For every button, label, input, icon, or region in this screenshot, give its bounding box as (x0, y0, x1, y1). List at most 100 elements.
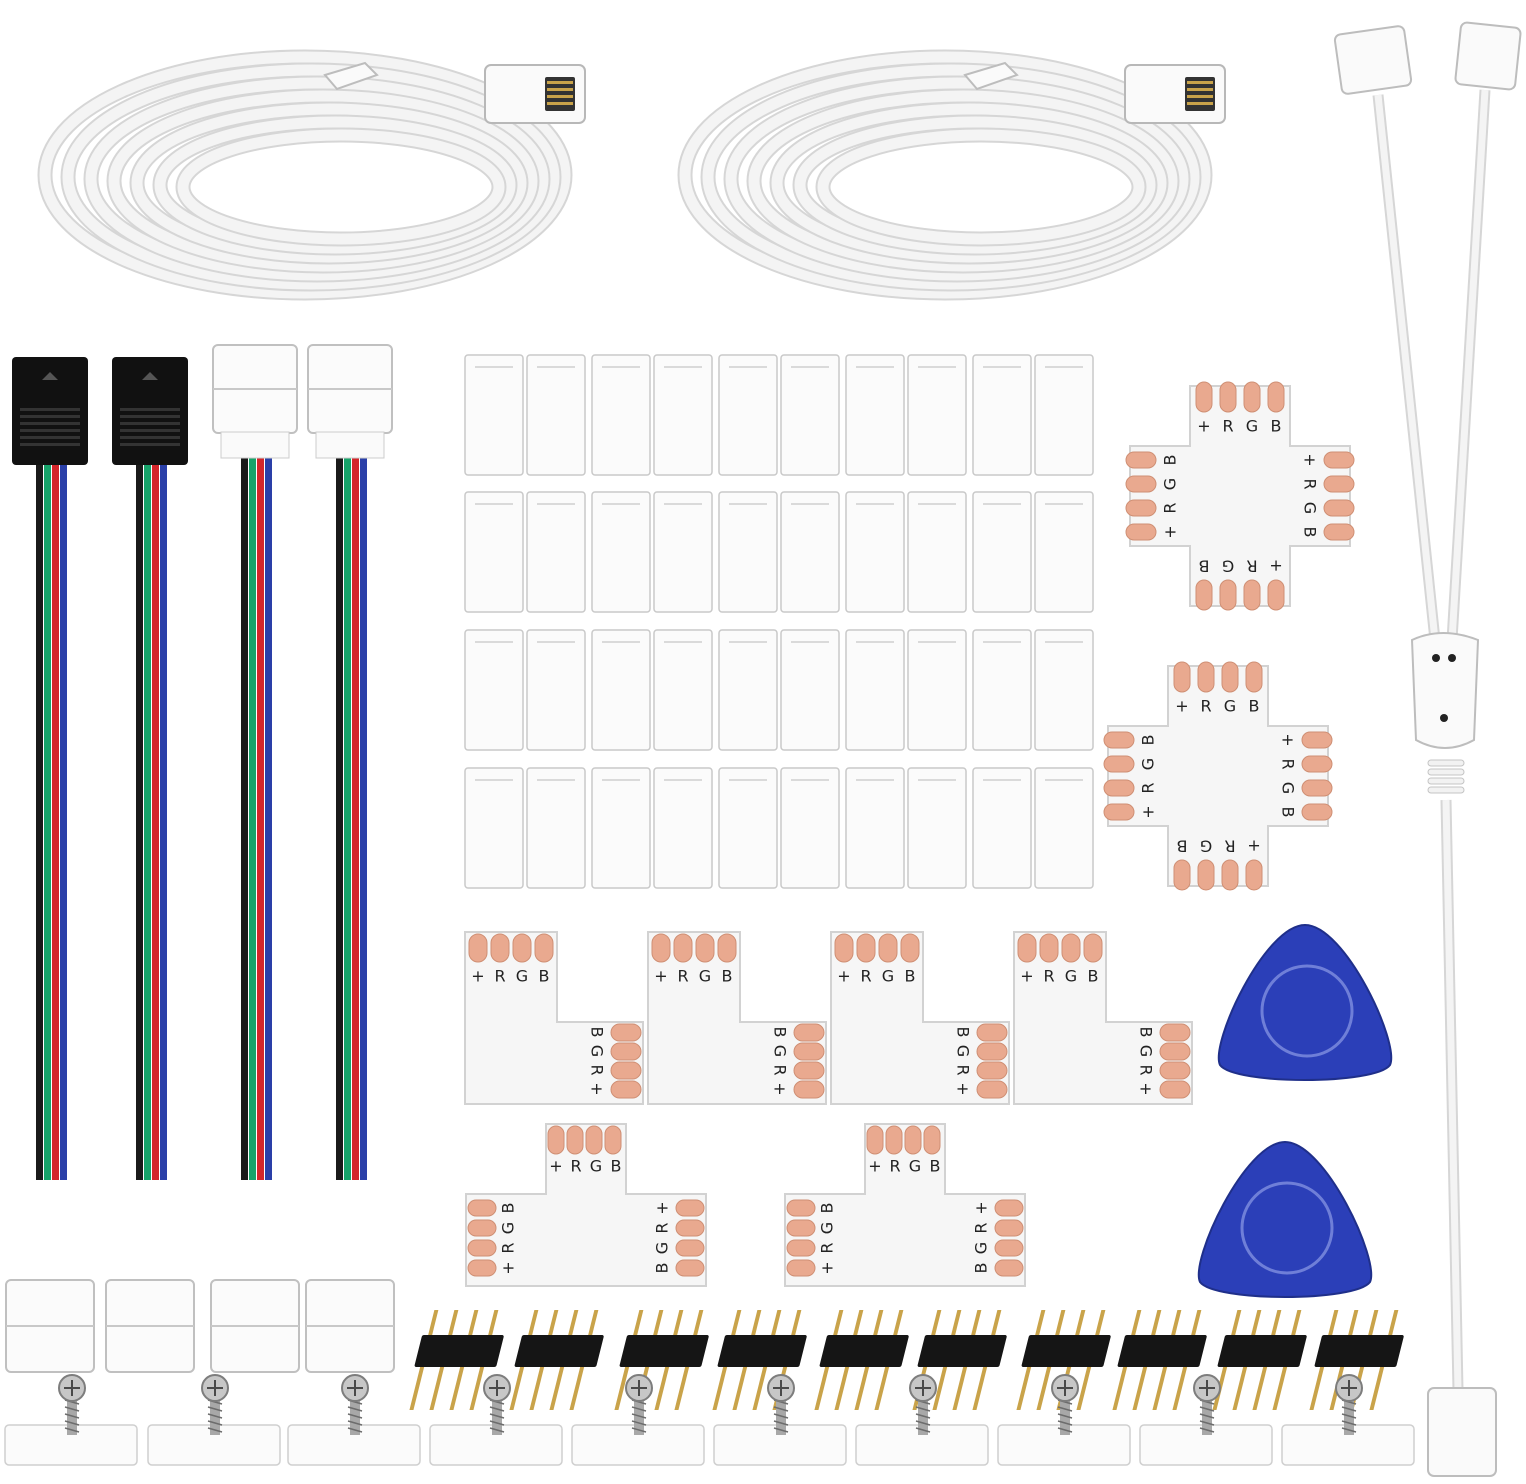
gapless-clip-half (718, 767, 778, 889)
screw-thread (915, 1427, 931, 1433)
connector-rib (120, 436, 180, 439)
copper-pad (1301, 731, 1333, 749)
copper-pad (1323, 499, 1355, 517)
cable-loop (39, 51, 571, 299)
copper-pad (1125, 451, 1157, 469)
cable-loop (154, 116, 516, 254)
copper-pad (467, 1199, 497, 1217)
connector-rib (120, 422, 180, 425)
copper-pad (1245, 661, 1263, 693)
l-side-label: + (954, 1082, 973, 1095)
screw-thread (1199, 1413, 1215, 1419)
jumper-wire (60, 455, 67, 1180)
strain-relief-ring (1427, 786, 1465, 794)
l-top-label: G (516, 967, 528, 986)
copper-pad (976, 1042, 1008, 1061)
male-plug (963, 61, 1019, 91)
copper-pad (675, 1259, 705, 1277)
l-top-label: B (539, 967, 550, 986)
jumper-wire (160, 455, 167, 1180)
socket-pin (547, 88, 573, 91)
t-top-label: R (889, 1157, 900, 1176)
mounting-clip (1139, 1374, 1273, 1466)
x-right-label: G (1301, 502, 1320, 514)
pry-tool-1 (1217, 923, 1393, 1081)
gapless-clip-grid (464, 354, 1094, 889)
pin-header (409, 1310, 504, 1410)
l-side-label: + (588, 1082, 607, 1095)
copper-pad (1125, 475, 1157, 493)
clip-neck (220, 431, 290, 459)
x-left-label: G (1139, 758, 1158, 770)
cable-loop (817, 129, 1145, 245)
copper-pad (793, 1042, 825, 1061)
t-right-label: B (972, 1263, 991, 1274)
screw-slot (64, 1380, 80, 1396)
copper-pad (976, 1023, 1008, 1042)
l-connector-board (830, 931, 1010, 1105)
pry-tool-body (1217, 923, 1393, 1081)
gapless-clip-half (780, 354, 840, 476)
copper-pad (878, 933, 898, 963)
gapless-clip-half (845, 354, 905, 476)
pry-tool-2 (1197, 1140, 1373, 1298)
copper-pad (467, 1259, 497, 1277)
t-left-label: R (818, 1242, 837, 1253)
socket-pin (1187, 102, 1213, 105)
cable-loop (85, 77, 549, 281)
socket-pin (547, 95, 573, 98)
x-top-label: G (1224, 697, 1236, 716)
screw-slot (207, 1380, 223, 1396)
screw-thread (64, 1420, 80, 1426)
copper-pad (610, 1042, 642, 1061)
socket-pin (547, 81, 573, 84)
cable-loop (177, 129, 505, 245)
x-bottom-label: + (1247, 837, 1260, 856)
connector-arrow (42, 372, 58, 380)
pin-header (912, 1310, 1007, 1410)
jumper-wire (265, 455, 272, 1180)
t-top-label: G (909, 1157, 921, 1176)
pry-tool-ring (1240, 1181, 1334, 1275)
x-bottom-label: B (1177, 837, 1188, 856)
copper-pad (976, 1080, 1008, 1099)
t-left-label: + (818, 1261, 837, 1274)
l-side-label: B (771, 1027, 790, 1038)
x-connector-board (1107, 665, 1329, 887)
l-side-label: B (588, 1027, 607, 1038)
gapless-clip-half (1034, 491, 1094, 613)
t-left-label: G (499, 1222, 518, 1234)
x-top-label: B (1249, 697, 1260, 716)
header-body (1021, 1335, 1111, 1367)
screw-thread (489, 1406, 505, 1412)
l-connector-board (647, 931, 827, 1105)
copper-pad (1243, 579, 1261, 611)
copper-pad (923, 1125, 941, 1155)
clip-neck (315, 431, 385, 459)
t-right-label: + (972, 1201, 991, 1214)
x-top-label: + (1175, 697, 1188, 716)
x-top-label: R (1222, 417, 1233, 436)
l-side-label: G (954, 1045, 973, 1057)
connector-rib (120, 429, 180, 432)
copper-pad (1323, 523, 1355, 541)
gapless-clip-half (526, 629, 586, 751)
connector-rib (20, 443, 80, 446)
pry-tool-body (1197, 1140, 1373, 1298)
jumper-wire (136, 455, 143, 1180)
x-right-label: B (1279, 807, 1298, 818)
copper-pad (467, 1219, 497, 1237)
copper-pad (1103, 755, 1135, 773)
copper-pad (673, 933, 693, 963)
connector-rib (120, 443, 180, 446)
jumper-wire (52, 455, 59, 1180)
gapless-clip-half (653, 491, 713, 613)
connector-rib (20, 422, 80, 425)
copper-pad (1301, 755, 1333, 773)
x-right-label: R (1279, 758, 1298, 769)
